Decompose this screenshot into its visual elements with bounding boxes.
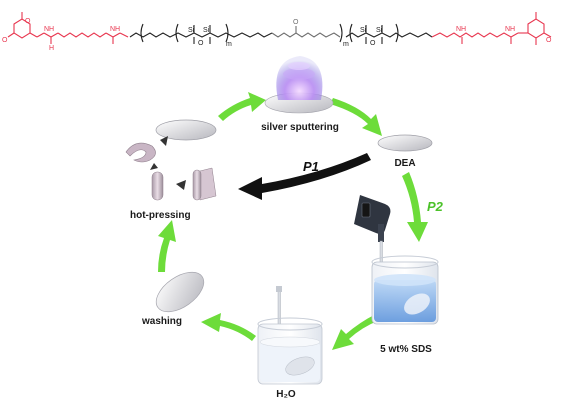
repeat-index-left: m [226, 41, 232, 48]
si-label-2: Si [203, 27, 210, 34]
repeat-index-right: m [343, 41, 349, 48]
rolled-film-icon [125, 142, 217, 201]
hexyl-urea-linker [271, 26, 341, 38]
step-label-silver-sputtering: silver sputtering [261, 122, 339, 133]
sds-beaker-icon [371, 255, 439, 325]
arrow-washing-to-hotpressing [158, 220, 176, 272]
nh-label-left: NH [44, 26, 54, 33]
nh-label-right: NH [456, 26, 466, 33]
polymer-structure-icon [7, 12, 552, 45]
oxygen-label-bridge-2: O [370, 40, 376, 47]
path-label-p1: P1 [303, 159, 319, 174]
step-label-hot-pressing: hot-pressing [130, 210, 191, 221]
step-label-washing: washing [141, 316, 182, 327]
si-label-1: Si [188, 27, 195, 34]
arrow-p2 [402, 172, 428, 242]
pressed-disc-icon [155, 119, 217, 141]
si-label-3: Si [360, 27, 367, 34]
cycle-arrows [158, 92, 428, 350]
arrow-sputter-to-dea [330, 98, 382, 136]
step-label-dea: DEA [394, 158, 415, 169]
h-label-left: H [49, 45, 54, 52]
arrow-p1 [238, 153, 371, 200]
oxygen-label-left-2: O [2, 37, 8, 44]
washing-film-icon [155, 271, 205, 313]
arrow-disc-to-sputter [218, 92, 266, 121]
structure-atom-labels: O O NH NH H Si Si O O m m Si Si O NH NH … [2, 18, 552, 52]
path-label-p2: P2 [427, 199, 444, 214]
sputter-plume-icon [264, 56, 334, 114]
oxygen-label-bridge: O [198, 40, 204, 47]
si-label-4: Si [376, 27, 383, 34]
step-label-sds: 5 wt% SDS [380, 344, 432, 355]
dea-film-icon [377, 134, 433, 152]
arrow-water-to-washing [201, 313, 256, 341]
nh-label-left-2: NH [110, 26, 120, 33]
nh-label-right-2: NH [505, 26, 515, 33]
right-end-group [431, 12, 552, 45]
oxygen-label-linker: O [293, 19, 299, 26]
water-beaker-icon [257, 286, 323, 385]
step-label-water: H₂O [276, 389, 296, 400]
small-step-arrows [150, 136, 186, 190]
siloxane-backbone [129, 23, 433, 44]
oxygen-label-right: O [546, 37, 552, 44]
arrow-sds-to-water [332, 314, 380, 350]
oxygen-label-left: O [25, 18, 31, 25]
left-end-group [7, 12, 129, 44]
